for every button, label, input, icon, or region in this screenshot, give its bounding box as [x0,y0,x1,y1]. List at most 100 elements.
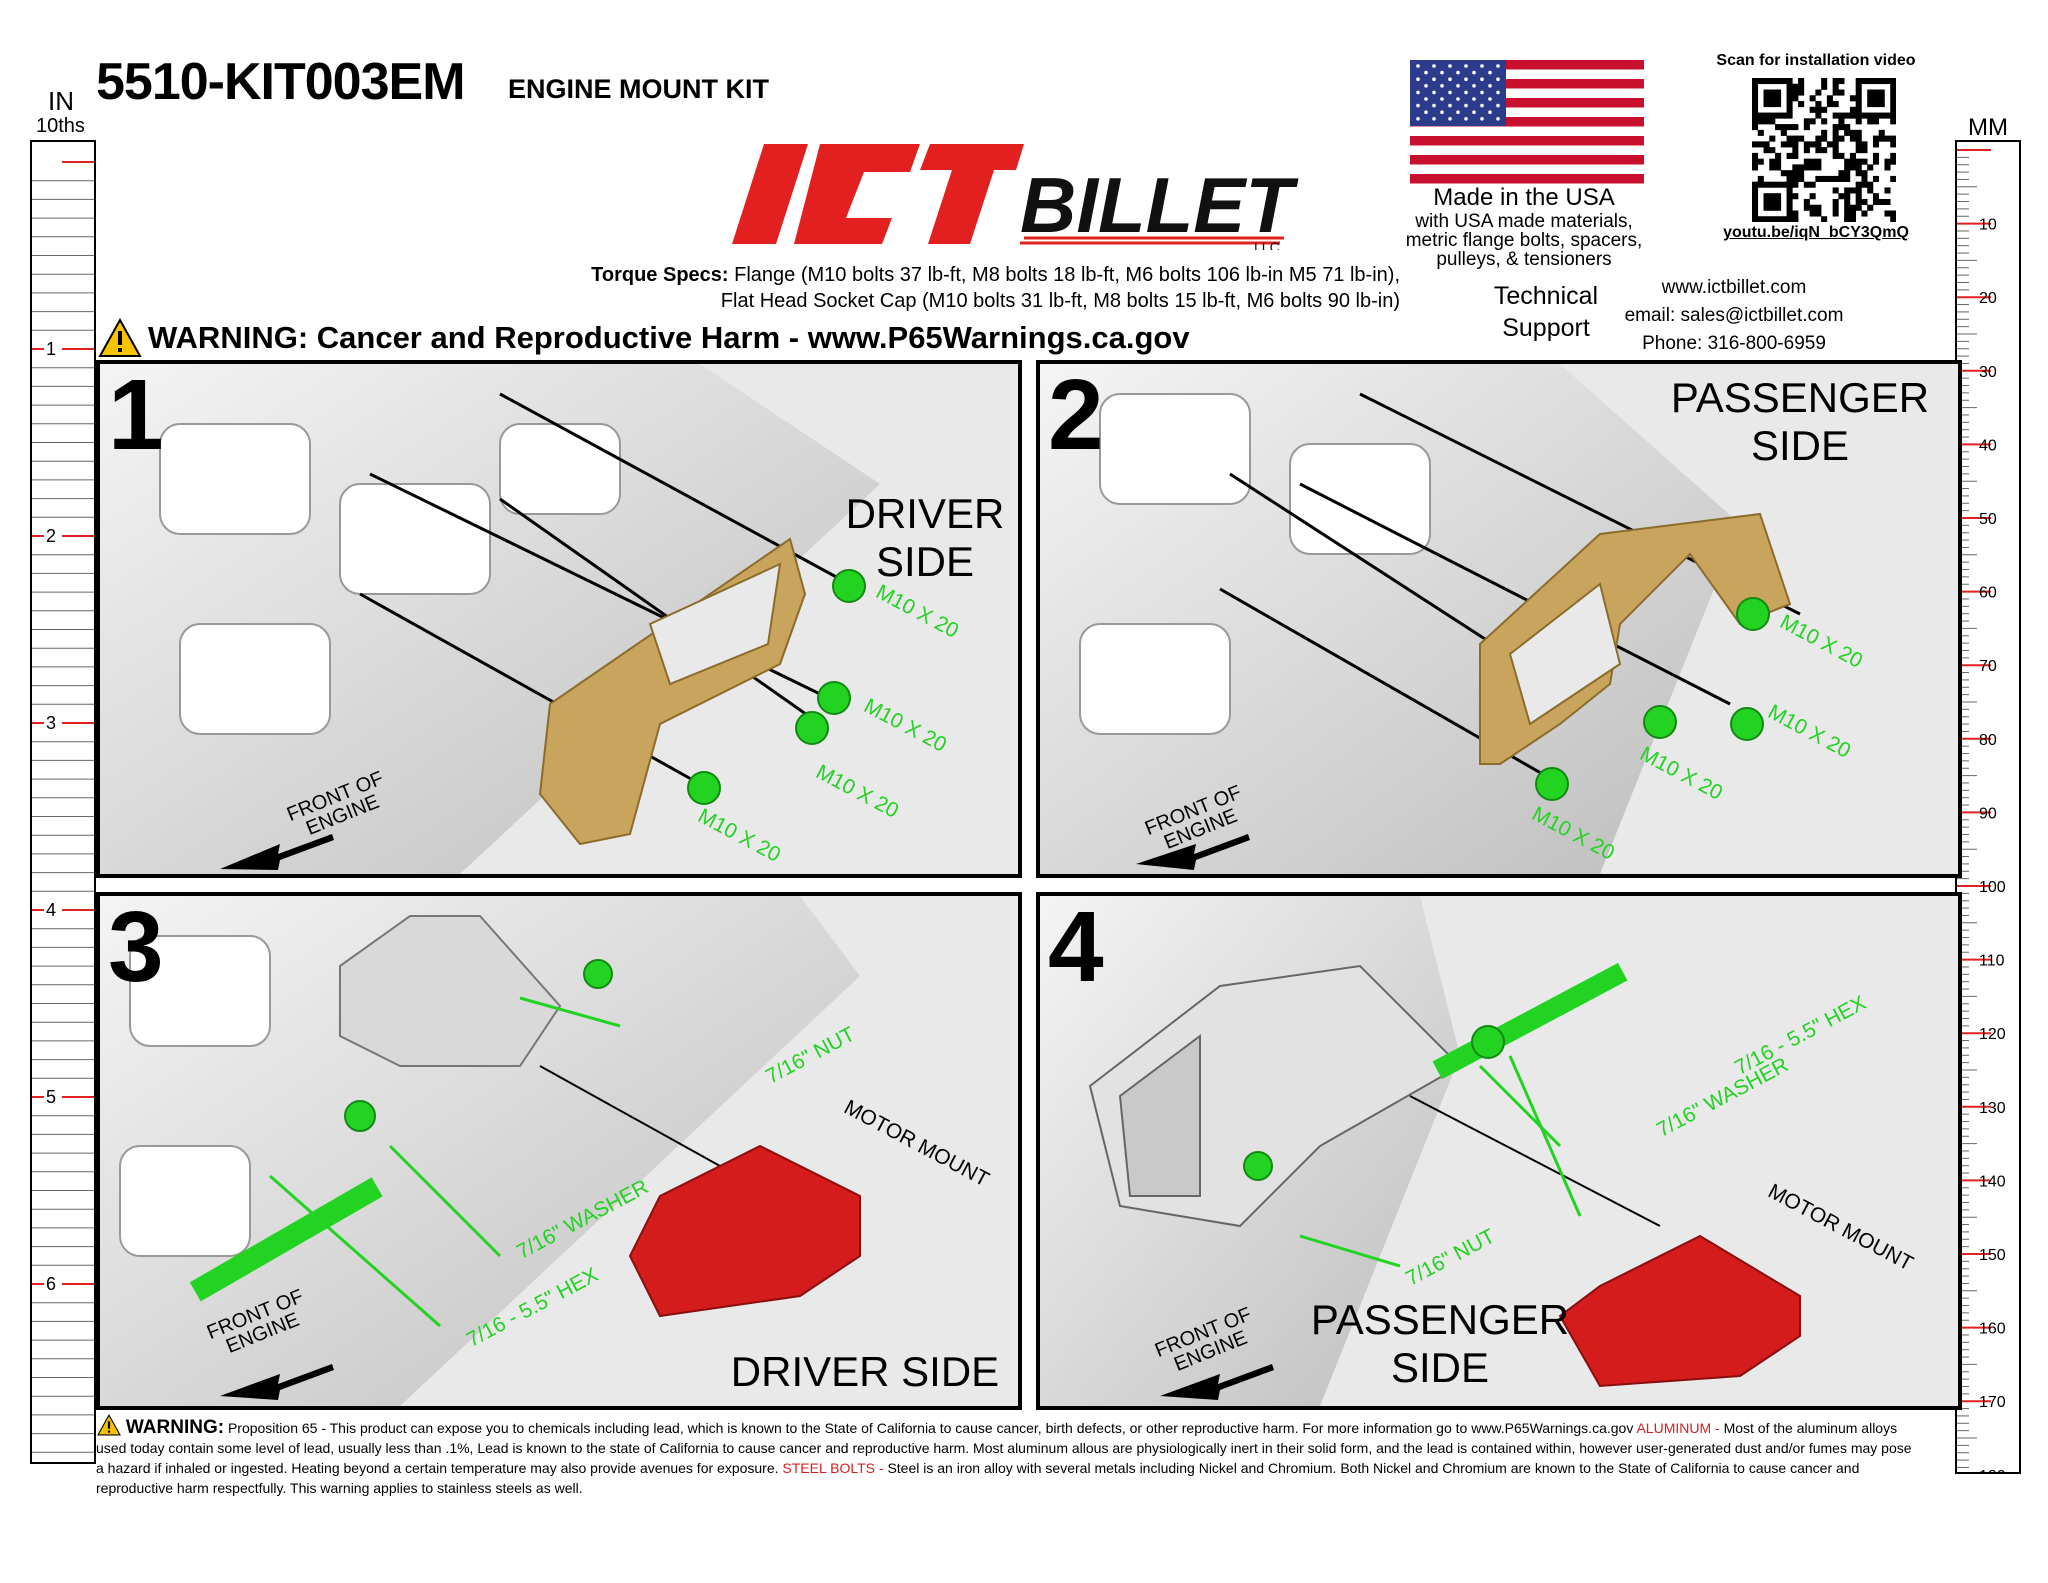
flag-star [1480,117,1484,121]
footer-aluminum-label: ALUMINUM - [1636,1420,1720,1436]
qr-module [1769,181,1776,188]
warning-banner-text: WARNING: Cancer and Reproductive Harm - … [148,320,1190,355]
qr-module [1775,204,1782,211]
qr-module [1849,95,1856,102]
flag-star [1432,103,1436,108]
flag-star [1480,103,1484,108]
qr-module [1752,210,1759,217]
qr-module [1861,78,1868,85]
website-link[interactable]: www.ictbillet.com [1661,277,1807,298]
qr-module [1821,106,1828,113]
qr-module [1786,175,1793,182]
qr-caption: Scan for installation video [1716,52,1916,69]
qr-module [1803,118,1810,125]
flag-star [1464,64,1468,68]
qr-module [1855,141,1862,148]
ruler-label: 50 [1979,511,1997,528]
qr-module [1878,112,1885,119]
qr-module [1752,216,1759,223]
qr-module [1780,129,1787,136]
qr-module [1786,193,1793,200]
qr-module [1872,198,1880,206]
qr-module [1752,95,1759,102]
qr-module [1867,187,1874,194]
qr-module [1861,141,1868,148]
qr-module [1884,198,1891,206]
qr-module [1752,101,1759,108]
flag-star [1416,90,1420,95]
qr-module [1786,101,1793,108]
qr-module [1763,204,1770,211]
made-in-usa-line2: with USA made materials, [1415,211,1633,232]
qr-module [1838,175,1845,182]
qr-url-link[interactable]: youtu.be/iqN_bCY3QmQ [1723,224,1909,241]
qr-module [1752,152,1759,159]
ruler-label: 2 [46,526,56,546]
qr-module [1763,181,1770,188]
flag-star [1416,77,1420,81]
qr-module [1752,89,1759,96]
qr-module [1890,112,1897,119]
ruler-label: 70 [1979,658,1997,675]
qr-module [1867,78,1874,85]
qr-module [1780,141,1787,148]
qr-module [1878,129,1885,136]
qr-module [1861,112,1868,119]
qr-module [1861,158,1868,165]
qr-module [1757,158,1764,165]
qr-module [1792,164,1799,171]
flag-star [1480,64,1484,68]
qr-module [1821,83,1828,90]
qr-module [1890,158,1897,165]
qr-module [1757,181,1764,188]
qr-module [1798,101,1805,108]
side-label-line2: SIDE [1390,1344,1490,1391]
qr-module [1832,147,1839,154]
qr-module [1786,141,1793,148]
flag-star [1488,84,1492,88]
qr-module [1752,78,1759,85]
qr-module [1792,147,1799,154]
flag-star [1432,90,1436,95]
qr-module [1838,170,1845,177]
qr-module [1792,89,1799,96]
step-3-panel: 3 DRIVER SIDE 7/16" NUT 7/16" WASHER 7/1… [96,892,1022,1410]
qr-module [1878,78,1885,85]
qr-module [1769,135,1776,142]
qr-module [1809,106,1816,113]
email-link[interactable]: email: sales@ictbillet.com [1624,305,1844,326]
qr-module [1775,95,1782,102]
qr-module [1769,158,1776,165]
qr-module [1872,152,1880,159]
qr-module [1872,193,1880,200]
flag-star [1456,110,1460,114]
qr-module [1803,158,1810,165]
qr-module [1786,89,1793,96]
qr-module [1815,164,1822,171]
qr-module [1792,210,1799,217]
ruler-label: 1 [46,339,56,359]
qr-module [1786,95,1793,102]
qr-module [1798,170,1805,177]
ruler-label: 180 [1979,1468,2006,1472]
qr-module [1757,141,1764,148]
qr-module [1826,95,1833,102]
footer-warning-label: WARNING: [125,1417,225,1438]
qr-module [1844,193,1851,200]
qr-module [1867,95,1874,102]
qr-module [1872,118,1880,125]
engine-block-illustration [100,364,880,874]
qr-module [1815,112,1822,119]
qr-module [1752,158,1759,165]
qr-module [1832,141,1839,148]
qr-module [1815,158,1822,165]
qr-module [1792,124,1799,131]
qr-code-icon[interactable] [1752,78,1897,223]
qr-module [1832,210,1839,217]
qr-module [1867,112,1874,119]
qr-module [1815,141,1822,148]
qr-module [1775,78,1782,85]
qr-module [1780,181,1787,188]
qr-module [1855,112,1862,119]
tech-label1: Technical [1493,282,1599,310]
